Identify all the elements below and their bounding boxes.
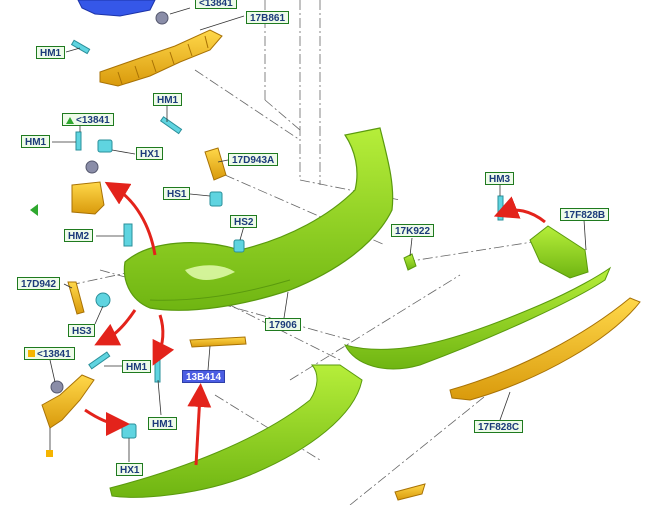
- side-bracket-left: [71, 181, 105, 215]
- yellow-square-marker: [46, 450, 53, 457]
- callout-13841-mid: <13841: [62, 113, 114, 126]
- arrow-down-left: [94, 309, 137, 346]
- red-arrows: [84, 181, 546, 466]
- bumper-lower-edge: [149, 279, 291, 301]
- arrow-lower-bracket: [84, 408, 130, 436]
- strip-17d942: [67, 281, 85, 315]
- callout-hm1-d: HM1: [122, 360, 152, 373]
- callout-hm2: HM2: [64, 229, 94, 242]
- arrow-up-left: [104, 181, 157, 256]
- arrow-up-13b414: [187, 383, 212, 466]
- callout-13b414: 13B414: [182, 370, 226, 383]
- fastener-hs3: [95, 292, 111, 308]
- callout-hs1: HS1: [163, 187, 191, 200]
- lower-bracket-left: [41, 374, 95, 429]
- upper-bracket: [99, 29, 223, 87]
- grey-clip-left: [85, 160, 99, 174]
- fastener-hm1-d: [88, 351, 111, 370]
- fastener-hs2: [233, 239, 245, 253]
- fastener-hx1-b: [121, 423, 137, 439]
- callout-hm1-c: HM1: [153, 93, 183, 106]
- callout-hx1-a: HX1: [136, 147, 164, 160]
- arrow-down-mid: [152, 314, 175, 366]
- callout-17d942: 17D942: [17, 277, 61, 290]
- fastener-hm2: [123, 223, 133, 247]
- callout-17k922: 17K922: [391, 224, 435, 237]
- callout-13841-low: <13841: [24, 347, 75, 360]
- fastener-hm1-e: [154, 359, 161, 383]
- blue-panel: [77, 0, 156, 17]
- green-triangle-marker: [30, 204, 38, 216]
- callout-hm3: HM3: [485, 172, 515, 185]
- grey-clip-top: [155, 11, 169, 25]
- trim-17f828b: [529, 225, 589, 279]
- fastener-hm1-a: [70, 39, 91, 55]
- callout-17f828c: 17F828C: [474, 420, 524, 433]
- trim-long-green: [344, 266, 612, 370]
- lower-valance: [109, 364, 363, 498]
- piece-17k922: [403, 253, 417, 271]
- arrow-to-hm3: [493, 196, 546, 224]
- fastener-hs1: [209, 191, 223, 207]
- fastener-hm3: [497, 195, 504, 221]
- callout-hx1-b: HX1: [116, 463, 144, 476]
- callout-hm1-e: HM1: [148, 417, 178, 430]
- callout-13841-top: <13841: [195, 0, 237, 9]
- callout-17d943a: 17D943A: [228, 153, 279, 166]
- callout-17906: 17906: [265, 318, 301, 331]
- trim-17f828c: [449, 297, 641, 401]
- bracket-17d943a: [204, 147, 227, 181]
- small-orange-piece: [394, 483, 426, 501]
- fastener-hm1-b: [75, 131, 82, 151]
- fastener-hx1-a: [97, 139, 113, 153]
- callout-17b861: 17B861: [246, 11, 290, 24]
- bumper-highlight: [185, 265, 235, 280]
- callout-hs3: HS3: [68, 324, 96, 337]
- fastener-hm1-c: [159, 116, 183, 135]
- upper-bracket-ribs: [117, 35, 209, 85]
- callout-hm1-a: HM1: [36, 46, 66, 59]
- bar-13b414: [189, 336, 247, 348]
- leader-lines: [49, 7, 587, 462]
- callout-17f828b: 17F828B: [560, 208, 610, 221]
- callout-hm1-b: HM1: [21, 135, 51, 148]
- callout-hs2: HS2: [230, 215, 258, 228]
- grey-clip-lower: [50, 380, 64, 394]
